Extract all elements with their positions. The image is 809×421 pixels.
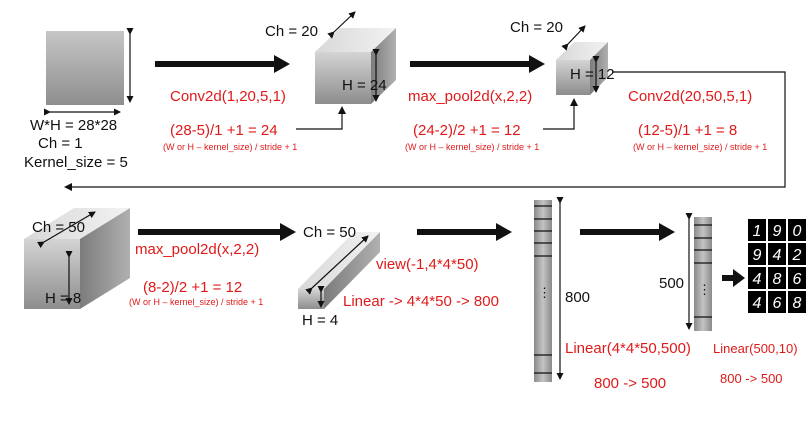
flow-arrow bbox=[155, 55, 290, 73]
pool1-height-label: H = 12 bbox=[570, 67, 615, 82]
fc2-size-label: 500 bbox=[659, 276, 684, 291]
fc1-op-label: Linear(4*4*50,500) bbox=[565, 341, 691, 356]
conv2-formula: (12-5)/1 +1 = 8 bbox=[638, 123, 737, 138]
flow-arrow bbox=[580, 223, 675, 241]
conv1-channel-label: Ch = 20 bbox=[265, 24, 318, 39]
pool2-op-label: max_pool2d(x,2,2) bbox=[135, 242, 259, 257]
input-image bbox=[46, 31, 124, 105]
digit-glyph: 8 bbox=[773, 271, 782, 288]
flatten-view-label: view(-1,4*4*50) bbox=[376, 257, 479, 272]
pool2-height-label: H = 4 bbox=[302, 313, 338, 328]
digit-glyph: 9 bbox=[773, 223, 782, 240]
pool2-channel-label: Ch = 50 bbox=[303, 225, 356, 240]
pool1-op-label: max_pool2d(x,2,2) bbox=[408, 89, 532, 104]
digit-glyph: 0 bbox=[793, 223, 802, 240]
fc1-shape-label: 800 -> 500 bbox=[594, 376, 666, 391]
conv1-formula: (28-5)/1 +1 = 24 bbox=[170, 123, 278, 138]
pool1-formula-note: (W or H – kernel_size) / stride + 1 bbox=[405, 143, 539, 152]
digit-glyph: 4 bbox=[753, 295, 762, 312]
conv1-height-label: H = 24 bbox=[342, 78, 387, 93]
input-channel-label: Ch = 1 bbox=[38, 136, 83, 151]
digit-glyph: 1 bbox=[753, 223, 762, 240]
kernel-size-label: Kernel_size = 5 bbox=[24, 155, 128, 170]
pool1-channel-label: Ch = 20 bbox=[510, 20, 563, 35]
conv2-formula-note: (W or H – kernel_size) / stride + 1 bbox=[633, 143, 767, 152]
fc2-op-label: Linear(500,10) bbox=[713, 342, 798, 355]
flatten-linear-label: Linear -> 4*4*50 -> 800 bbox=[343, 294, 499, 309]
conv2-channel-label: Ch = 50 bbox=[32, 220, 85, 235]
digit-glyph: 6 bbox=[793, 271, 802, 288]
digit-glyph: 2 bbox=[792, 247, 802, 264]
pool1-formula: (24-2)/2 +1 = 12 bbox=[413, 123, 521, 138]
fc2-vector-bar bbox=[694, 217, 712, 331]
flow-arrow bbox=[417, 223, 512, 241]
fc1-size-label: 800 bbox=[565, 290, 590, 305]
input-size-label: W*H = 28*28 bbox=[30, 118, 117, 133]
fc2-ellipsis: ⋮ bbox=[698, 283, 711, 296]
pool2-formula-note: (W or H – kernel_size) / stride + 1 bbox=[129, 298, 263, 307]
fc1-ellipsis: ⋮ bbox=[538, 286, 551, 299]
digit-glyph: 4 bbox=[773, 247, 782, 264]
flow-arrow bbox=[410, 55, 545, 73]
digit-glyph: 6 bbox=[773, 295, 782, 312]
digit-glyph: 9 bbox=[753, 247, 762, 264]
digit-glyph: 4 bbox=[753, 271, 762, 288]
output-arrow bbox=[722, 269, 745, 287]
pool2-formula: (8-2)/2 +1 = 12 bbox=[143, 280, 242, 295]
flow-arrow bbox=[138, 223, 296, 241]
conv2-height-label: H = 8 bbox=[45, 291, 81, 306]
digit-glyph: 8 bbox=[793, 295, 802, 312]
conv1-op-label: Conv2d(1,20,5,1) bbox=[170, 89, 286, 104]
fc2-shape-label: 800 -> 500 bbox=[720, 372, 783, 385]
conv2-op-label: Conv2d(20,50,5,1) bbox=[628, 89, 752, 104]
conv1-formula-note: (W or H – kernel_size) / stride + 1 bbox=[163, 143, 297, 152]
